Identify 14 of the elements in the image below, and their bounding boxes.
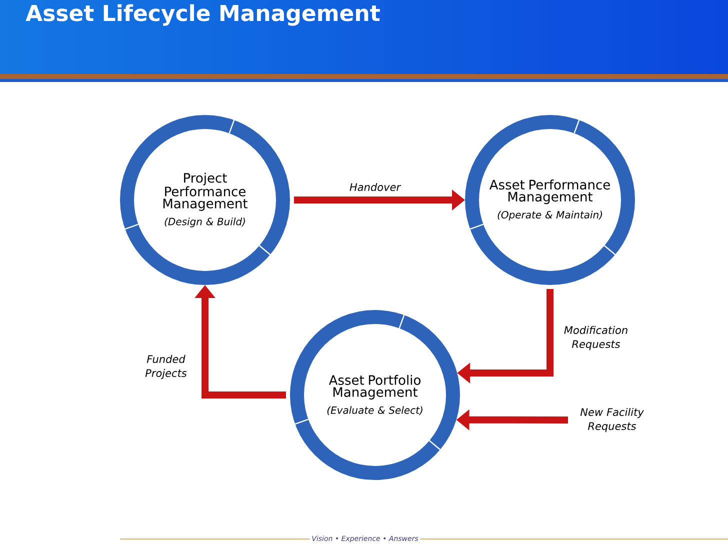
- node-title: Asset Performance Management: [489, 180, 610, 204]
- edge-label: Funded Projects: [145, 354, 187, 380]
- node-subtitle: (Operate & Maintain): [498, 210, 602, 220]
- node-title: Asset Portfolio Management: [328, 374, 420, 400]
- edge-label: New Facility Requests: [580, 408, 644, 432]
- title: Asset Lifecycle Management: [26, 4, 380, 26]
- node-subtitle: (Design & Build): [164, 218, 245, 228]
- cycle-ring: [120, 115, 290, 285]
- cycle-ring: [465, 115, 635, 285]
- node-subtitle: (Evaluate & Select): [327, 406, 422, 416]
- edge-label: Modification Requests: [564, 326, 628, 350]
- node-title: Project Performance Management: [163, 172, 248, 211]
- edge-label: Handover: [350, 182, 402, 192]
- cycle-ring: [290, 310, 460, 480]
